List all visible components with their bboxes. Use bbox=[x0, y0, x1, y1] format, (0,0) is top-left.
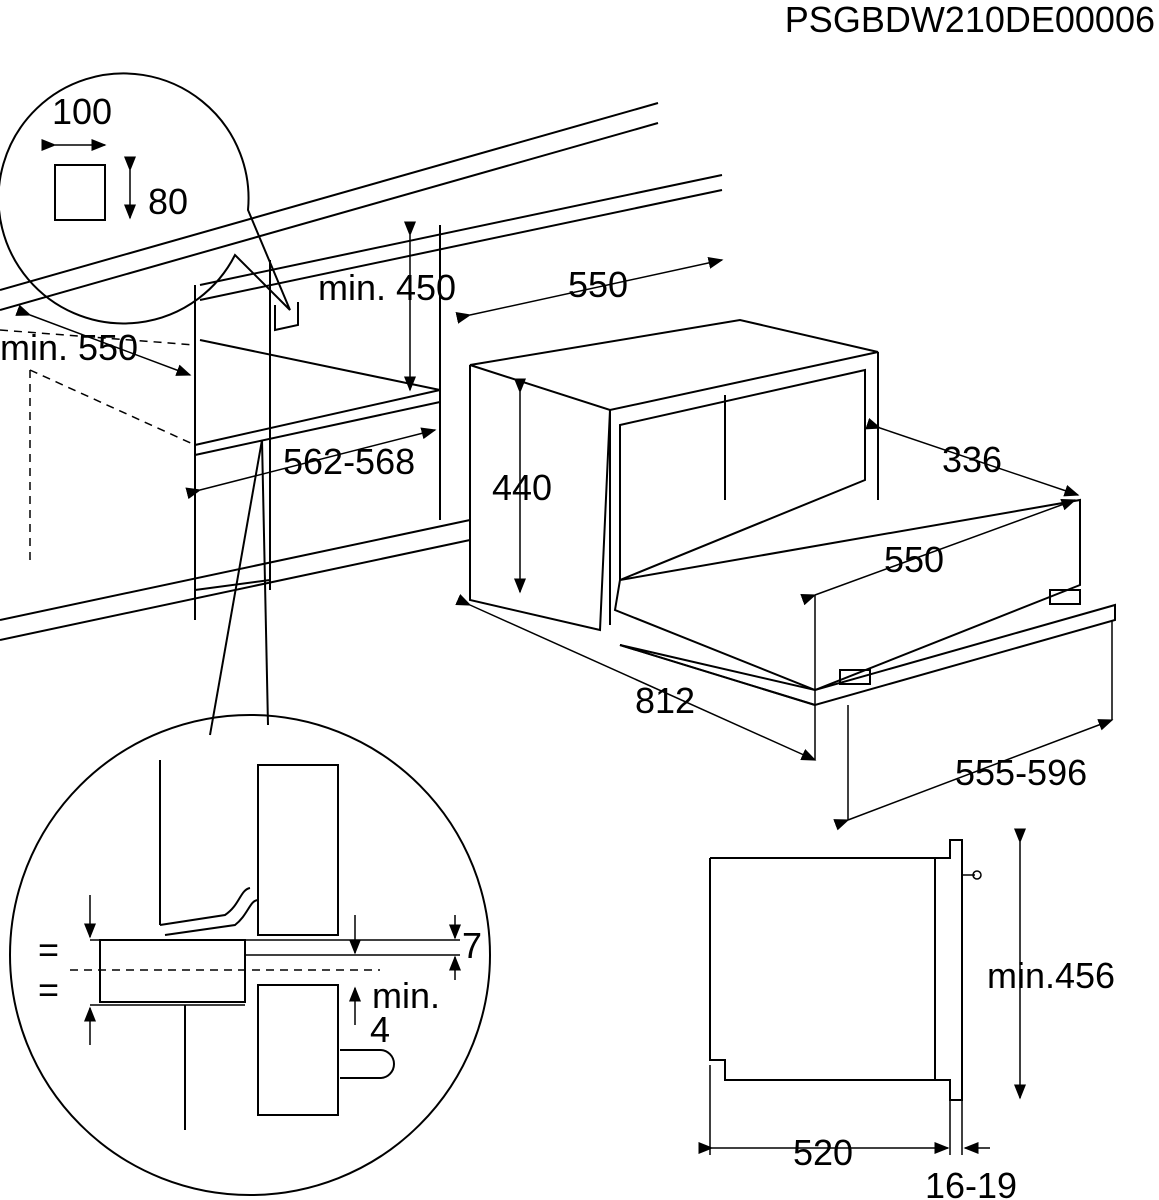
cabinet-outline bbox=[0, 102, 723, 641]
drawer-depth-label: 550 bbox=[884, 539, 944, 580]
equal-sign-bottom: = bbox=[38, 969, 59, 1010]
total-depth-label: 812 bbox=[635, 680, 695, 721]
cabinet-min-height-label: min. 450 bbox=[318, 267, 456, 308]
dimension-lines bbox=[15, 221, 1114, 831]
min-value-label: 4 bbox=[370, 1009, 390, 1050]
front-offset-label: 16-19 bbox=[925, 1165, 1017, 1200]
detail-width-label: 100 bbox=[52, 91, 112, 132]
cabinet-min-depth-label: min. 550 bbox=[0, 327, 138, 368]
drawing-id: PSGBDW210DE00006 bbox=[785, 0, 1155, 40]
side-min-height-label: min.456 bbox=[987, 955, 1115, 996]
gap-label: 7 bbox=[462, 925, 482, 966]
side-depth-label: 520 bbox=[793, 1132, 853, 1173]
appliance-height-label: 440 bbox=[492, 467, 552, 508]
detail-circle-bottom bbox=[9, 439, 491, 1196]
detail-height-label: 80 bbox=[148, 181, 188, 222]
min-label: min. bbox=[372, 975, 440, 1016]
front-width-label: 555-596 bbox=[955, 752, 1087, 793]
side-view bbox=[698, 828, 1026, 1155]
drawer-extension-label: 336 bbox=[942, 439, 1002, 480]
drawer-rail-stop bbox=[1049, 589, 1081, 605]
appliance-body bbox=[469, 318, 1116, 707]
detail-circle-top bbox=[0, 72, 291, 325]
drawer-rail-stop bbox=[839, 669, 871, 685]
appliance-depth-label: 550 bbox=[568, 264, 628, 305]
equal-sign-top: = bbox=[38, 929, 59, 970]
cabinet-opening-width-label: 562-568 bbox=[283, 441, 415, 482]
